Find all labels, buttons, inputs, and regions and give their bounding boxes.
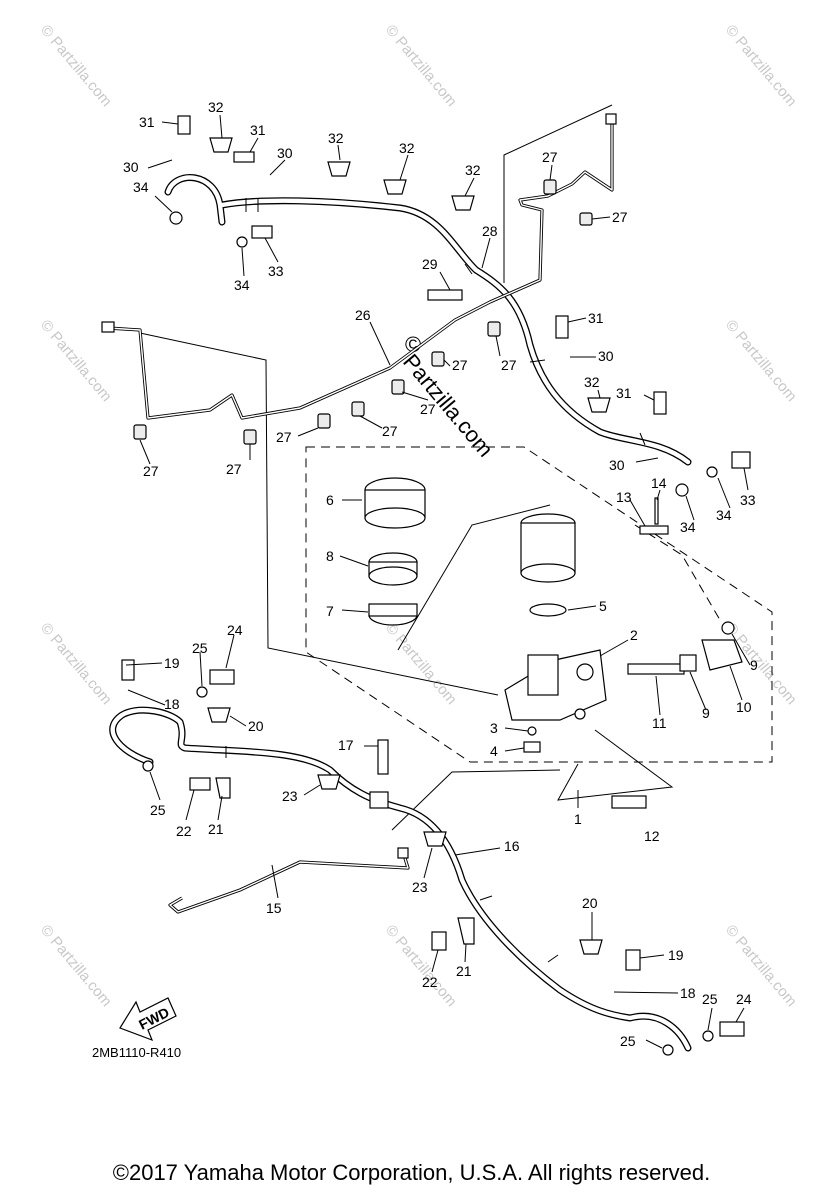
watermark: © Partzilla.com bbox=[382, 922, 460, 1010]
callout-label: 25 bbox=[192, 640, 208, 656]
catalog-code: 2MB1110-R410 bbox=[92, 1045, 182, 1060]
callout-label: 18 bbox=[680, 985, 696, 1001]
callout-label: 17 bbox=[338, 737, 354, 753]
callout-label: 13 bbox=[616, 489, 632, 505]
callout-label: 8 bbox=[326, 548, 334, 564]
callout-label: 3 bbox=[490, 720, 498, 736]
callout-label: 25 bbox=[702, 991, 718, 1007]
callout-label: 30 bbox=[609, 457, 625, 473]
center-watermark-symbol: © bbox=[405, 332, 421, 357]
callout-label: 22 bbox=[176, 823, 192, 839]
callout-label: 33 bbox=[268, 263, 284, 279]
callout-label: 4 bbox=[490, 743, 498, 759]
upper-brake-hose bbox=[164, 174, 692, 466]
center-watermark: Partzilla.com bbox=[398, 349, 498, 462]
callout-label: 27 bbox=[382, 423, 398, 439]
callout-label: 34 bbox=[716, 507, 732, 523]
callout-label: 10 bbox=[736, 699, 752, 715]
callout-label: 27 bbox=[226, 461, 242, 477]
callout-label: 20 bbox=[582, 895, 598, 911]
callout-label: 34 bbox=[234, 277, 250, 293]
watermark: © Partzilla.com bbox=[722, 22, 800, 110]
callout-label: 24 bbox=[227, 622, 243, 638]
callout-label: 19 bbox=[164, 655, 180, 671]
callout-label: 16 bbox=[504, 838, 520, 854]
callout-label: 25 bbox=[150, 802, 166, 818]
watermark: © Partzilla.com bbox=[382, 22, 460, 110]
callout-label: 27 bbox=[143, 463, 159, 479]
callout-label: 21 bbox=[456, 963, 472, 979]
callout-label: 22 bbox=[422, 974, 438, 990]
callout-label: 21 bbox=[208, 821, 224, 837]
callout-label: 11 bbox=[652, 715, 667, 731]
callout-label: 6 bbox=[326, 492, 334, 508]
callout-label: 18 bbox=[164, 696, 180, 712]
callout-label: 23 bbox=[412, 879, 428, 895]
callout-label: 34 bbox=[680, 519, 696, 535]
callout-label: 27 bbox=[452, 357, 468, 373]
brake-pipe-15 bbox=[168, 847, 410, 914]
callout-label: 27 bbox=[501, 357, 517, 373]
callout-label: 32 bbox=[465, 162, 481, 178]
callout-leaders bbox=[125, 114, 751, 1049]
callout-label: 27 bbox=[276, 429, 292, 445]
fwd-label: FWD bbox=[136, 1004, 172, 1033]
callout-label: 30 bbox=[598, 348, 614, 364]
callout-label: 29 bbox=[422, 256, 438, 272]
callout-label: 30 bbox=[123, 159, 139, 175]
callout-label: 32 bbox=[399, 140, 415, 156]
callout-label: 25 bbox=[620, 1033, 636, 1049]
callout-label: 31 bbox=[250, 122, 266, 138]
watermark: © Partzilla.com bbox=[722, 317, 800, 405]
lower-brake-hose bbox=[109, 706, 692, 1052]
watermark: © Partzilla.com bbox=[37, 22, 115, 110]
callout-label: 32 bbox=[328, 130, 344, 146]
callout-label: 7 bbox=[326, 603, 334, 619]
callout-label: 19 bbox=[668, 947, 684, 963]
brake-pipe-26 bbox=[101, 113, 617, 420]
callout-label: 27 bbox=[420, 401, 436, 417]
callout-label: 1 bbox=[574, 811, 582, 827]
callout-label: 33 bbox=[740, 492, 756, 508]
callout-label: 26 bbox=[355, 307, 371, 323]
callout-label: 32 bbox=[208, 99, 224, 115]
callout-label: 15 bbox=[266, 900, 282, 916]
callout-label: 12 bbox=[644, 828, 660, 844]
callout-label: 2 bbox=[630, 627, 638, 643]
callout-label: 32 bbox=[584, 374, 600, 390]
assembly-outline bbox=[305, 446, 773, 763]
callout-label: 27 bbox=[612, 209, 628, 225]
callout-label: 34 bbox=[133, 179, 149, 195]
watermark: © Partzilla.com bbox=[722, 922, 800, 1010]
master-cylinder-group bbox=[364, 477, 607, 753]
fwd-arrow: FWD bbox=[119, 997, 177, 1042]
callout-label: 9 bbox=[702, 705, 710, 721]
callout-label: 31 bbox=[588, 310, 604, 326]
callout-label: 24 bbox=[736, 991, 752, 1007]
callout-label: 28 bbox=[482, 223, 498, 239]
callout-label: 31 bbox=[139, 114, 155, 130]
callout-labels: 31 32 31 30 30 34 32 32 32 27 27 33 34 2… bbox=[123, 99, 758, 1049]
callout-label: 14 bbox=[651, 475, 667, 491]
callout-label: 20 bbox=[248, 718, 264, 734]
callout-label: 30 bbox=[277, 145, 293, 161]
watermark: © Partzilla.com bbox=[37, 922, 115, 1010]
watermark: © Partzilla.com bbox=[37, 620, 115, 708]
callout-label: 23 bbox=[282, 788, 298, 804]
watermark: © Partzilla.com bbox=[382, 620, 460, 708]
callout-label: 5 bbox=[599, 598, 607, 614]
callout-label: 9 bbox=[750, 657, 758, 673]
copyright-footer: ©2017 Yamaha Motor Corporation, U.S.A. A… bbox=[112, 1160, 711, 1185]
clips-and-fasteners bbox=[121, 115, 751, 1056]
callout-label: 31 bbox=[616, 385, 632, 401]
callout-label: 27 bbox=[542, 149, 558, 165]
